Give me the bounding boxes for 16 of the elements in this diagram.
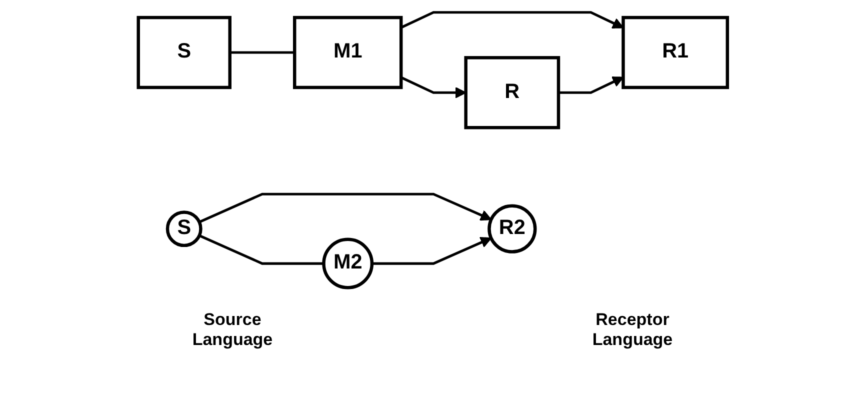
node-box: M1 [292, 16, 402, 90]
group-label: Source Language [191, 310, 274, 350]
connector [229, 51, 294, 54]
node-box: R1 [621, 16, 729, 90]
node-circle: S [165, 210, 202, 248]
node-box: S [136, 16, 232, 90]
arrow [400, 76, 466, 98]
node-circle: R2 [487, 204, 536, 254]
node-circle: M2 [322, 238, 374, 290]
group-label: Receptor Language [591, 310, 674, 350]
connector [198, 234, 324, 265]
arrow [400, 11, 624, 29]
arrow [198, 192, 492, 224]
node-box: R [464, 56, 560, 130]
arrow [558, 76, 624, 94]
arrow [372, 237, 492, 265]
